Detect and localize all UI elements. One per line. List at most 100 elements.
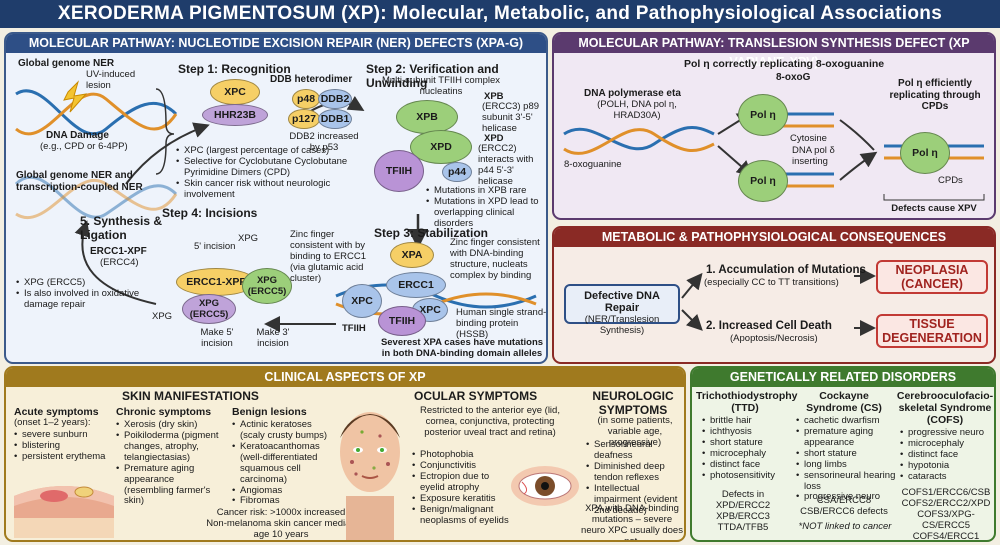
global-genome-label: Global genome NER [18, 58, 115, 69]
ttd-defects: Defects in XPD/ERCC2 XPB/ERCC3 TTDA/TFB5 [715, 489, 771, 533]
defective-repair-box: Defective DNA Repair (NER/Translesion Sy… [564, 284, 680, 336]
ttd-list: brittle hair ichthyosis short stature mi… [702, 415, 794, 482]
metab-panel: METABOLIC & PATHOPHYSIOLOGICAL CONSEQUEN… [552, 226, 996, 364]
cpds-label: CPDs [938, 175, 963, 186]
hssb-note: Human single strand-binding protein (HSS… [456, 307, 547, 340]
tissue-degeneration-box: TISSUE DEGENERATION [876, 314, 988, 348]
chronic-item: Poikiloderma (pigment changes, atrophy, … [116, 430, 226, 464]
xpc-note: XPC (largest percentage of cases) [176, 145, 376, 157]
ddb1-protein: DDB1 [318, 109, 352, 129]
xpg-bottom-label: XPG [152, 311, 173, 322]
pol-delta-label: DNA pol δ inserting [792, 145, 835, 167]
make5-label: Make 5' incision [200, 327, 234, 349]
ercc1xpf-title: ERCC1-XPF [90, 246, 147, 257]
zinc-right-note: Zinc finger consistent with DNA-binding … [450, 237, 540, 281]
chronic-item: Premature aging appearance (resembling f… [116, 463, 226, 508]
pol-eta-protein-2: Pol η [738, 160, 788, 202]
ocular-item: Conjunctivitis [412, 460, 516, 472]
defective-repair-label: Defective DNA Repair [584, 290, 660, 314]
xpg-note: Is also involved in oxidative damage rep… [16, 288, 156, 311]
zinc-left-note: Zinc finger consistent with by binding t… [290, 229, 367, 284]
chronic-list: Xerosis (dry skin) Poikiloderma (pigment… [116, 419, 226, 508]
defective-repair-sub: (NER/Translesion Synthesis) [584, 314, 660, 336]
genetic-header: GENETICALLY RELATED DISORDERS [692, 368, 994, 387]
tls-correct-label: Pol η correctly replicating 8-oxoguanine [684, 58, 885, 70]
acute-title: Acute symptoms [14, 406, 99, 418]
neuro-item: Diminished deep tendon reflexes [586, 461, 684, 484]
benign-title: Benign lesions [232, 406, 307, 418]
mutation-note: Mutations in XPB rare [426, 185, 546, 197]
cofs-list: progressive neuro microcephaly distinct … [900, 427, 994, 483]
tfiih-protein-step3: TFIIH [378, 306, 426, 336]
cofs-item: hypotonia [900, 460, 994, 472]
consequence-1: 1. Accumulation of Mutations [706, 264, 866, 276]
xpc-note: Selective for Cyclobutane Cyclobutane Py… [176, 156, 376, 179]
ocular-list: Photophobia Conjunctivitis Ectropion due… [412, 449, 516, 527]
benign-item: Angiomas [232, 485, 336, 497]
cofs-item: microcephaly [900, 438, 994, 450]
ddb2-protein: DDB2 [318, 89, 352, 109]
gg-tc-label: Global genome NER and transcription-coup… [16, 170, 143, 193]
step3-title: Step 3: Stabilization [374, 226, 489, 240]
hhr23b-protein: HHR23B [202, 104, 268, 126]
cofs-item: cataracts [900, 471, 994, 483]
ner-header: MOLECULAR PATHWAY: NUCLEOTIDE EXCISION R… [6, 34, 546, 53]
neuro-list: Sensorineural deafness Diminished deep t… [586, 439, 684, 516]
clinical-header: CLINICAL ASPECTS OF XP [6, 368, 684, 387]
step5-title: 5. Synthesis & Ligation [80, 214, 163, 242]
p44-protein: p44 [442, 162, 472, 182]
consequence-2-sub: (Apoptosis/Necrosis) [730, 333, 818, 344]
neuro-title: NEUROLOGIC SYMPTOMS [592, 389, 674, 417]
xpd-note-title: XPD [484, 133, 504, 144]
cs-item: cachetic dwarfism [796, 415, 896, 427]
skin-lesion-illustration [14, 486, 114, 538]
benign-item: Keratoacanthomas (well-differentiated sq… [232, 441, 336, 486]
xpc-notes: XPC (largest percentage of cases) Select… [176, 145, 376, 201]
acute-item: blistering [14, 440, 118, 452]
defects-xpv-label: Defects cause XPV [891, 203, 977, 214]
tls-header: MOLECULAR PATHWAY: TRANSLESION SYNTHESIS… [554, 34, 994, 69]
p48-protein: p48 [292, 89, 320, 109]
xp-mutation-notes: Mutations in XPB rare Mutations in XPD l… [426, 185, 546, 230]
skin-title: SKIN MANIFESTATIONS [122, 389, 259, 403]
cs-not-cancer: *NOT linked to cancer [798, 521, 892, 532]
patient-face-illustration [340, 412, 400, 540]
ocular-item: Benign/malignant neoplasms of eyelids [412, 504, 516, 527]
tls-panel: MOLECULAR PATHWAY: TRANSLESION SYNTHESIS… [552, 32, 996, 220]
cofs-title: Cerebrooculofacio-skeletal Syndrome (COF… [896, 390, 994, 427]
pol-eta-label: DNA polymerase eta [584, 88, 681, 99]
cs-item: progressive neuro [796, 492, 896, 504]
step4-title: Step 4: Incisions [162, 206, 258, 220]
ocular-title: OCULAR SYMPTOMS [414, 389, 538, 403]
cs-list: cachetic dwarfism premature aging appear… [796, 415, 896, 504]
genetic-panel: GENETICALLY RELATED DISORDERS Trichothio… [690, 366, 996, 542]
benign-item: Actinic keratoses (scaly crusty bumps) [232, 419, 336, 442]
metab-header: METABOLIC & PATHOPHYSIOLOGICAL CONSEQUEN… [554, 228, 994, 247]
page-title: XERODERMA PIGMENTOSUM (XP): Molecular, M… [0, 0, 1000, 28]
neuro-note: XPA with DNA-binding mutations – severe … [581, 503, 683, 542]
pol-eta-sub: (POLH, DNA pol η, HRAD30A) [597, 99, 677, 121]
ercc1-protein: ERCC1 [386, 272, 446, 298]
metab-arrows [681, 268, 876, 336]
cs-item: long limbs [796, 459, 896, 471]
tfiih-protein: TFIIH [374, 150, 424, 192]
acute-item: severe sunburn [14, 429, 118, 441]
dna-damage-sub: (e.g., CPD or 6-4PP) [40, 141, 128, 152]
xpd-note: (ERCC2) interacts with p44 5'-3' helicas… [478, 143, 534, 187]
xpd-protein: XPD [410, 130, 472, 164]
ttd-item: microcephaly [702, 448, 794, 460]
xpa-protein: XPA [390, 242, 434, 268]
acute-sub: (onset 1–2 years): [14, 417, 91, 428]
make3-label: Make 3' incision [256, 327, 290, 349]
xpg-note: XPG (ERCC5) [16, 277, 156, 289]
ocular-item: Ectropion due to eyelid atrophy [412, 471, 516, 494]
cs-item: premature aging appearance [796, 426, 896, 449]
ocular-sub: Restricted to the anterior eye (lid, cor… [420, 405, 560, 438]
cs-defects: CSA/ERCC8 CSB/ERCC6 defects [800, 495, 888, 517]
cytosine-label: Cytosine [790, 133, 827, 144]
mutation-note: Mutations in XPD lead to overlapping cli… [426, 196, 546, 230]
chronic-title: Chronic symptoms [116, 406, 212, 418]
oxog-label: 8-oxoG [776, 72, 811, 83]
xpc-note: Skin cancer risk without neurologic invo… [176, 178, 376, 201]
benign-item: Fibromas [232, 496, 336, 508]
